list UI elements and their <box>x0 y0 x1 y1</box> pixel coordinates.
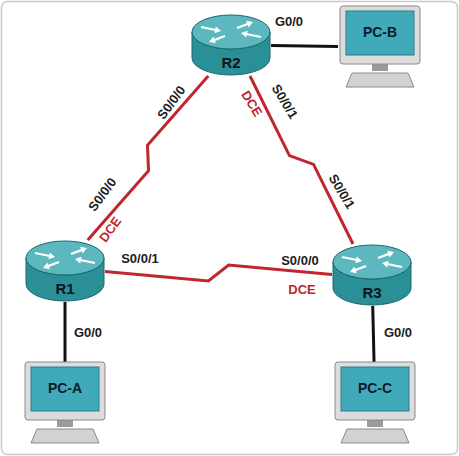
router-arrow <box>342 257 358 260</box>
interface-label: G0/0 <box>74 326 102 341</box>
ethernet-link <box>271 44 338 48</box>
pc-keyboard <box>31 429 99 443</box>
pc-screen <box>31 367 99 411</box>
router-top <box>333 245 411 279</box>
ethernet-link <box>373 306 374 362</box>
router-arrow-head <box>350 267 357 274</box>
router-arrow-head <box>387 251 394 258</box>
pc-shape <box>23 362 107 444</box>
pc-icon: PC-C <box>333 362 417 444</box>
router-icon: R2 <box>191 14 271 76</box>
serial-link <box>250 76 353 244</box>
interface-label: S0/0/0 <box>86 175 120 214</box>
router-arrow-head <box>75 257 82 264</box>
router-arrow-head <box>209 37 216 44</box>
router-arrow-head <box>214 26 221 33</box>
pc-monitor <box>335 362 415 420</box>
pc-shape <box>338 6 422 88</box>
interface-label: S0/0/1 <box>325 172 357 212</box>
router-name: R2 <box>221 54 240 71</box>
router-arrow-head <box>48 252 55 259</box>
pc-monitor <box>25 362 105 420</box>
router-icon: R3 <box>332 244 412 306</box>
router-arrow-head <box>43 263 50 270</box>
router-arrow <box>201 27 217 30</box>
router-arrow-head <box>355 256 362 263</box>
pc-name: PC-C <box>358 380 392 396</box>
router-name: R3 <box>362 284 381 301</box>
interface-label: G0/0 <box>384 326 412 341</box>
pc-shape <box>333 362 417 444</box>
router-arrow <box>386 264 402 267</box>
serial-link <box>88 76 208 240</box>
router-arrow-head <box>382 261 389 268</box>
pc-name: PC-B <box>363 24 397 40</box>
interface-label: S0/0/1 <box>268 82 300 122</box>
router-top <box>26 241 104 275</box>
pc-keyboard <box>341 429 409 443</box>
interface-label: G0/0 <box>275 15 303 30</box>
dce-label: DCE <box>97 215 125 246</box>
router-arrow <box>245 34 261 37</box>
pc-monitor <box>340 6 420 64</box>
router-top <box>192 15 270 49</box>
router-arrow-head <box>80 247 87 254</box>
pc-screen <box>346 11 414 55</box>
dce-label: DCE <box>237 88 264 119</box>
interface-label: S0/0/0 <box>155 83 189 122</box>
dce-label: DCE <box>288 283 315 298</box>
router-arrow <box>35 253 51 256</box>
pc-screen <box>341 367 409 411</box>
router-icon: R1 <box>25 240 105 302</box>
pc-icon: PC-B <box>338 6 422 88</box>
router-arrow <box>79 260 95 263</box>
interface-label: S0/0/1 <box>121 252 159 267</box>
pc-keyboard <box>346 73 414 87</box>
pc-icon: PC-A <box>23 362 107 444</box>
ethernet-link <box>64 302 67 362</box>
pc-name: PC-A <box>48 380 82 396</box>
router-arrow-head <box>246 21 253 28</box>
router-arrow-head <box>241 31 248 38</box>
interface-label: S0/0/0 <box>281 254 319 269</box>
router-name: R1 <box>55 280 74 297</box>
